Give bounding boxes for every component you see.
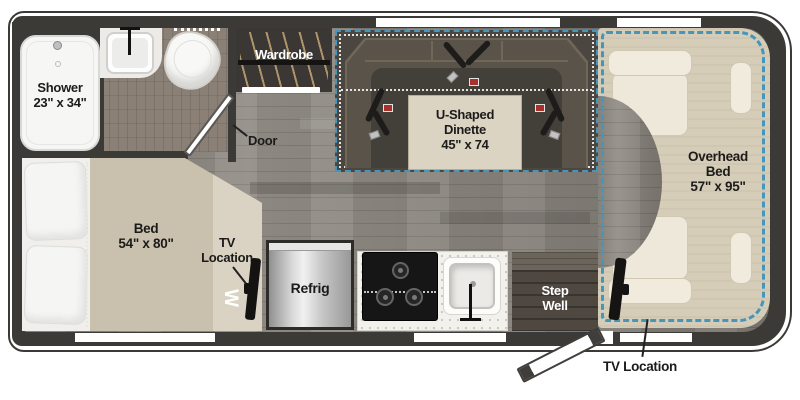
floor-plank-shade <box>250 182 440 194</box>
bed-label-line1: Bed <box>133 221 159 236</box>
door-label: Door <box>248 133 278 148</box>
window <box>414 333 506 342</box>
wardrobe-cabinet <box>236 28 332 92</box>
shower-label: Shower 23" x 34" <box>20 80 100 110</box>
wardrobe-label: Wardrobe <box>255 47 313 62</box>
step-well-label: Step Well <box>512 283 598 313</box>
tv-bed-line2: Location <box>201 250 253 265</box>
kitchen-faucet-icon <box>460 318 481 321</box>
curtain-track-dots <box>174 28 220 31</box>
cab-seat-headrest <box>730 62 752 114</box>
shower-drain-icon <box>55 61 61 67</box>
wardrobe-shelf <box>242 87 320 93</box>
refrigerator: Refrig <box>266 240 354 330</box>
seatbelt-buckle-icon <box>469 78 479 86</box>
dinette-line2: Dinette <box>444 122 486 137</box>
body-outline <box>8 11 792 352</box>
window <box>75 333 215 342</box>
sofa-seat-divider <box>501 41 503 61</box>
showerhead-icon <box>53 41 62 50</box>
kitchen-sink <box>443 257 501 315</box>
bed-label: Bed 54" x 80" <box>96 221 196 251</box>
overhead-line3: 57" x 95" <box>690 179 746 194</box>
cab-seat-headrest <box>730 232 752 284</box>
winnebago-w-logo: W <box>220 289 241 307</box>
overhead-bed-label: Overhead Bed 57" x 95" <box>668 149 768 194</box>
floor-plank-shade <box>440 212 590 224</box>
stepwell-upper-band <box>512 252 598 270</box>
tv-mount-nub <box>244 283 250 294</box>
overhead-line2: Bed <box>705 164 731 179</box>
shower-label-line1: Shower <box>37 80 83 95</box>
sofa-seat-divider <box>431 41 433 61</box>
burner-icon <box>392 262 409 279</box>
seatbelt-buckle-icon <box>383 104 393 112</box>
bed-label-line2: 54" x 80" <box>118 236 174 251</box>
burner-icon <box>376 288 394 306</box>
step-well-line2: Well <box>542 298 568 313</box>
dinette-table: U-Shaped Dinette 45" x 74 <box>408 95 522 170</box>
kitchen-faucet-stem <box>469 284 472 320</box>
window <box>376 18 560 27</box>
refrig-label: Refrig <box>290 280 330 296</box>
wall-bath-bottom <box>20 151 188 159</box>
wardrobe-rod <box>238 60 330 65</box>
toilet-lid <box>168 35 217 84</box>
window <box>620 333 692 342</box>
bed <box>22 158 262 331</box>
tv-location-bed-label: TV Location <box>197 235 257 265</box>
step-well: Step Well <box>512 270 598 331</box>
step-well-line1: Step <box>541 283 569 298</box>
window <box>617 18 701 27</box>
refrigerator-top-band <box>269 243 351 251</box>
pillow <box>23 160 89 242</box>
pillow <box>23 244 89 326</box>
dinette-label: U-Shaped Dinette 45" x 74 <box>409 107 521 152</box>
overhead-line1: Overhead <box>688 149 748 164</box>
seatbelt-buckle-icon <box>535 104 545 112</box>
burner-icon <box>405 288 423 306</box>
dinette-slideout: U-Shaped Dinette 45" x 74 <box>335 30 598 172</box>
tv-mount-nub <box>622 284 629 295</box>
dinette-line1: U-Shaped <box>435 107 495 122</box>
wall-bath-right <box>228 28 236 162</box>
dinette-line3: 45" x 74 <box>441 137 489 152</box>
sheet-seam-dots <box>86 162 88 327</box>
shower-label-line2: 23" x 34" <box>33 95 87 110</box>
slide-floor-dotted-line <box>341 89 592 91</box>
tv-bed-line1: TV <box>218 235 235 250</box>
tv-location-cab-label: TV Location <box>603 359 677 374</box>
bath-faucet-stem <box>128 28 131 55</box>
overhead-bed-dash-border <box>601 31 765 322</box>
stove-dotted-line <box>364 291 436 293</box>
shower-tray <box>20 35 100 151</box>
sink-drain-icon <box>470 281 476 287</box>
